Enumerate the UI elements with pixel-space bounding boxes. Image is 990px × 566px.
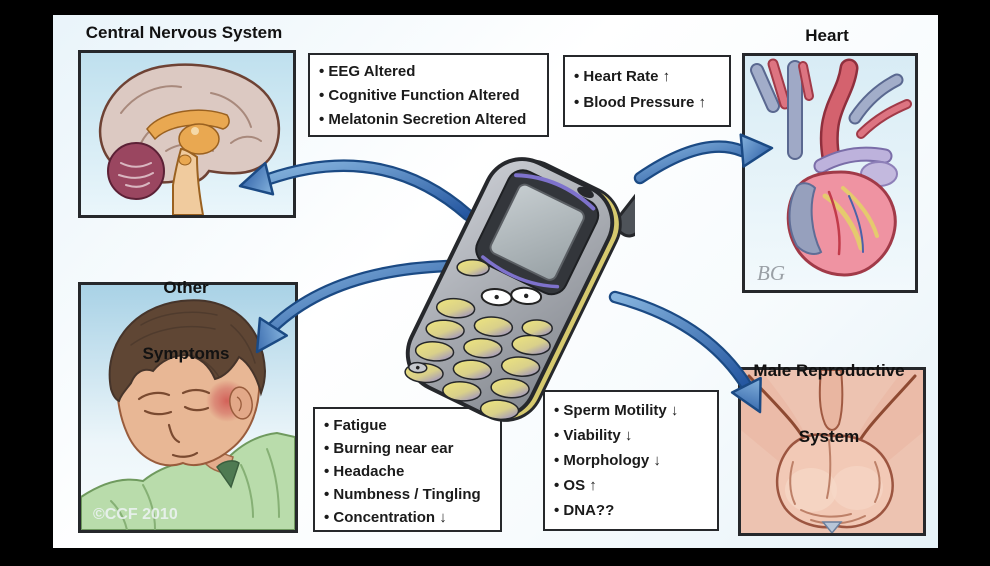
effect-item: DNA?? xyxy=(554,498,713,523)
male-effects-list: Sperm Motility ↓ Viability ↓ Morphology … xyxy=(545,392,717,523)
cns-effects-callout: EEG Altered Cognitive Function Altered M… xyxy=(308,53,549,137)
arrow-to-testes xyxy=(608,290,753,392)
heart-drawing: BG xyxy=(745,56,915,290)
phone-screen xyxy=(489,183,585,281)
male-reproductive-title: Male Reproductive System xyxy=(753,316,904,492)
heart-effects-callout: Heart Rate ↑ Blood Pressure ↑ xyxy=(563,55,731,127)
other-symptoms-title-line1: Other xyxy=(163,278,209,297)
phone-earpiece xyxy=(577,186,594,199)
artist-signature: BG xyxy=(757,261,785,285)
heart-title: Heart xyxy=(805,26,849,45)
effect-item: Heart Rate ↑ xyxy=(574,64,725,90)
effect-item: Burning near ear xyxy=(324,437,496,460)
other-symptoms-title-line2: Symptoms xyxy=(142,344,230,363)
brain-drawing xyxy=(81,53,293,215)
copyright-watermark: ©CCF 2010 xyxy=(93,506,178,523)
other-symptoms-callout: Fatigue Burning near ear Headache Numbne… xyxy=(313,407,502,532)
arrow-to-head xyxy=(266,259,455,334)
arrow-to-heart xyxy=(633,140,749,185)
effect-item: Sperm Motility ↓ xyxy=(554,398,713,423)
effect-item: Fatigue xyxy=(324,414,496,437)
brain-illustration xyxy=(78,50,296,218)
arrow-to-brain xyxy=(262,159,475,222)
effect-item: Cognitive Function Altered xyxy=(319,84,543,108)
male-reproductive-illustration xyxy=(738,367,926,536)
phone-body xyxy=(405,157,615,419)
effect-item: Viability ↓ xyxy=(554,423,713,448)
man-head-drawing: ©CCF 2010 xyxy=(81,285,295,530)
effect-item: Concentration ↓ xyxy=(324,506,496,529)
diagram-frame: Central Nervous System Heart Other Sympt… xyxy=(53,15,938,548)
cns-title: Central Nervous System xyxy=(85,23,283,42)
heart-effects-list: Heart Rate ↑ Blood Pressure ↑ xyxy=(565,57,729,116)
phone-screen-bezel xyxy=(475,169,600,296)
other-symptoms-title: Other Symptoms xyxy=(143,233,230,409)
effect-item: Morphology ↓ xyxy=(554,448,713,473)
effect-item: Blood Pressure ↑ xyxy=(574,90,725,116)
other-symptoms-list: Fatigue Burning near ear Headache Numbne… xyxy=(315,409,500,529)
cns-effects-list: EEG Altered Cognitive Function Altered M… xyxy=(310,55,547,132)
male-reproductive-title-line1: Male Reproductive xyxy=(753,361,905,380)
effect-item: Headache xyxy=(324,460,496,483)
heart-illustration: BG xyxy=(742,53,918,293)
phone-mic-button xyxy=(408,361,428,374)
phone-antenna xyxy=(614,181,635,238)
man-head-illustration: ©CCF 2010 xyxy=(78,282,298,533)
effect-item: OS ↑ xyxy=(554,473,713,498)
effect-item: EEG Altered xyxy=(319,60,543,84)
male-effects-callout: Sperm Motility ↓ Viability ↓ Morphology … xyxy=(543,390,719,531)
effect-item: Numbness / Tingling xyxy=(324,483,496,506)
effect-item: Melatonin Secretion Altered xyxy=(319,108,543,132)
male-reproductive-title-line2: System xyxy=(798,427,860,446)
